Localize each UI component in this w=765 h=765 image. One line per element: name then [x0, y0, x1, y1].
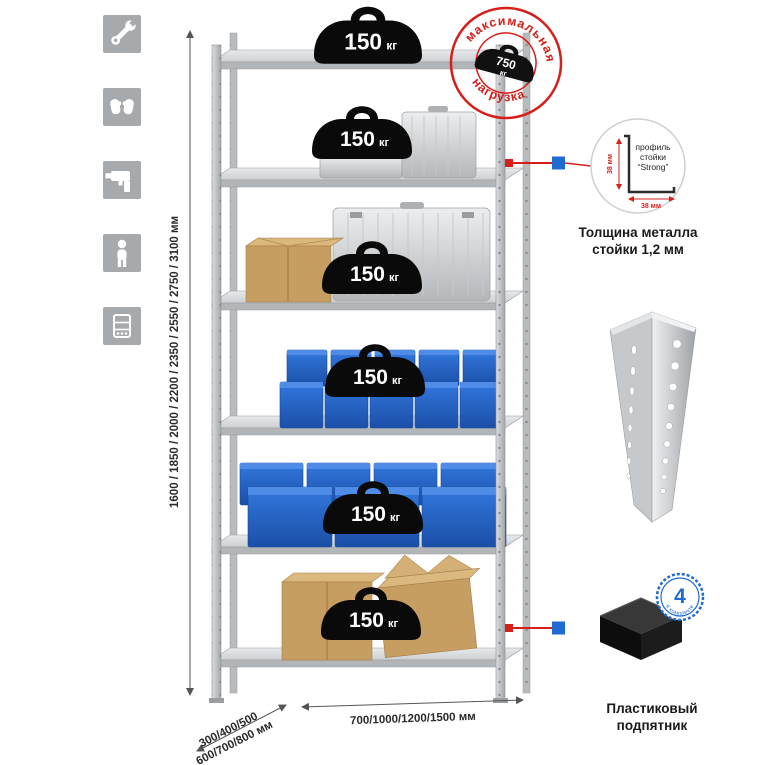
width-dimension-label: 700/1000/1200/1500 мм [350, 711, 476, 727]
rack-icon [103, 307, 141, 345]
post-profile-detail: 38 мм 38 мм профиль стойки “Strong” [590, 118, 686, 214]
depth-dimension: 300/400/500 600/700/800 мм [194, 704, 287, 765]
load-unit: кг [388, 618, 399, 630]
stamp-unit: кг [499, 68, 508, 78]
plastic-foot-caption-2: подпятник [617, 718, 688, 733]
load-value: 150 [340, 128, 375, 151]
height-dimension: 1600 / 1850 / 2000 / 2200 / 2350 / 2550 … [169, 30, 194, 696]
shelf-load-badge-4: 150 кг [325, 344, 425, 397]
profile-label-2: стойки [640, 152, 666, 162]
rack-foot-left [209, 698, 224, 703]
load-unit: кг [379, 137, 390, 149]
profile-label-3: “Strong” [638, 162, 669, 172]
included-count-badge: 4 в комплекте [655, 572, 705, 622]
height-dimension-label: 1600 / 1850 / 2000 / 2200 / 2350 / 2550 … [169, 216, 181, 508]
profile-dim-bottom: 38 мм [641, 203, 661, 210]
wrench-icon [103, 15, 141, 53]
shelf-load-badge-5: 150 кг [323, 481, 423, 534]
feature-icons [103, 15, 141, 345]
cardboard-box-shelf3 [245, 237, 344, 303]
shelf-load-badge-2: 150 кг [312, 106, 412, 159]
load-unit: кг [390, 512, 401, 524]
shelf-load-badge-6: 150 кг [321, 587, 421, 640]
foot-callout-connector [505, 621, 565, 635]
aluminum-cases-shelf2 [319, 106, 477, 179]
plastic-foot-caption-1: Пластиковый [606, 701, 697, 716]
badge-count: 4 [674, 585, 686, 608]
profile-label-1: профиль [635, 142, 671, 152]
shelf-load-badge-3: 150 кг [322, 241, 422, 294]
width-dimension: 700/1000/1200/1500 мм [301, 696, 524, 727]
load-value: 150 [349, 609, 384, 632]
metal-thickness-caption-1: Толщина металла [578, 225, 698, 240]
load-unit: кг [392, 375, 403, 387]
load-unit: кг [386, 39, 397, 53]
load-unit: кг [389, 272, 400, 284]
drill-icon [103, 161, 141, 199]
profile-dim-left: 38 мм [607, 154, 614, 174]
load-value: 150 [353, 366, 388, 389]
angle-post-image [609, 311, 697, 523]
stamp-value: 750 [495, 54, 518, 73]
person-icon [103, 234, 141, 272]
load-value: 150 [344, 29, 382, 55]
profile-drawing [624, 134, 676, 194]
shelf-load-badge-1: 150 кг [314, 6, 422, 64]
load-value: 150 [351, 503, 386, 526]
gloves-icon [103, 88, 141, 126]
load-value: 150 [350, 263, 385, 286]
metal-thickness-caption-2: стойки 1,2 мм [592, 242, 684, 257]
profile-callout-connector [505, 156, 592, 170]
